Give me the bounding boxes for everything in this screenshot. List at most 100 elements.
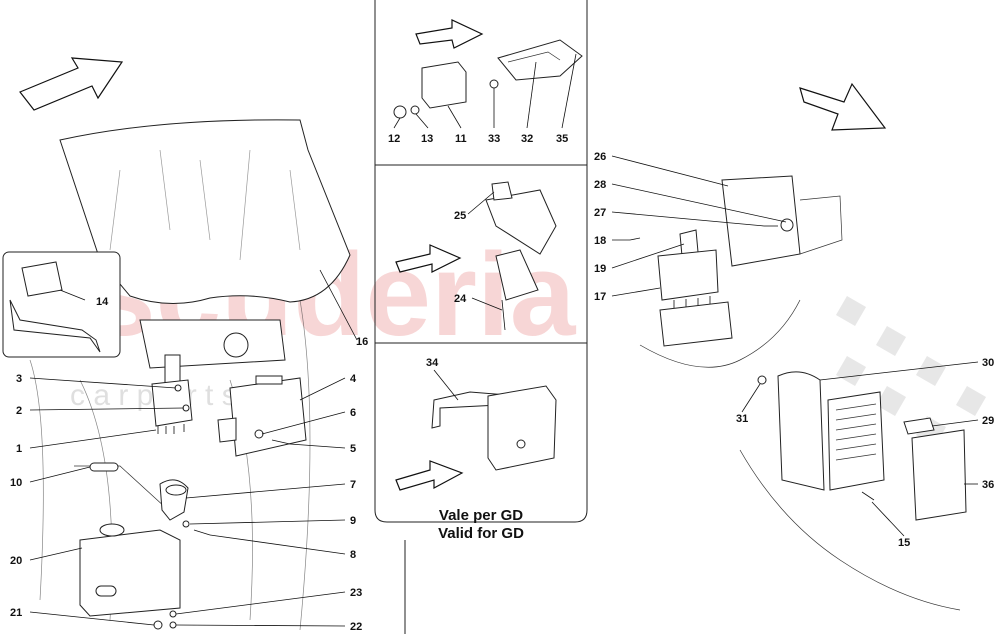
connector-p2 xyxy=(495,249,539,301)
relay-1-pins xyxy=(157,424,185,434)
relay-17-pins xyxy=(673,296,711,310)
dashboard-shading xyxy=(109,149,301,261)
body-structure-lines xyxy=(29,299,311,631)
screw-24 xyxy=(501,299,506,331)
callout-11: 11 xyxy=(455,133,467,145)
screw-31 xyxy=(757,375,767,385)
callout-28: 28 xyxy=(594,179,606,191)
wiring-harness xyxy=(639,299,801,368)
reservoir-20 xyxy=(79,529,181,617)
direction-arrow-main-right xyxy=(799,82,887,131)
callout-10: 10 xyxy=(10,477,22,489)
callout-34: 34 xyxy=(426,357,439,369)
reservoir-slot xyxy=(95,585,117,597)
callout-12: 12 xyxy=(388,133,400,145)
callout-36: 36 xyxy=(982,479,994,491)
callout-25: 25 xyxy=(454,210,466,222)
mount-bracket-p2 xyxy=(485,189,557,255)
washer-6 xyxy=(254,429,264,439)
callout-14: 14 xyxy=(96,296,109,308)
bracket-10 xyxy=(74,465,167,509)
module-11 xyxy=(421,61,467,109)
screw-8-body xyxy=(193,529,211,536)
direction-arrow-panel1 xyxy=(415,19,484,49)
fuse-bracket-30 xyxy=(777,371,825,491)
callout-7: 7 xyxy=(350,479,356,491)
reservoir-cap xyxy=(99,523,125,537)
inset-module xyxy=(21,261,63,297)
callout-5: 5 xyxy=(350,443,356,455)
screw-18 xyxy=(629,237,641,241)
nut-12 xyxy=(393,105,407,119)
bracket-35 xyxy=(497,39,583,81)
callout-1: 1 xyxy=(16,443,22,455)
screw-33 xyxy=(489,79,499,89)
direction-arrow-main-left xyxy=(19,57,124,111)
callout-33: 33 xyxy=(488,133,500,145)
direction-arrow-panel3 xyxy=(395,460,464,491)
callout-35: 35 xyxy=(556,133,568,145)
washer-13 xyxy=(410,105,420,115)
callout-2: 2 xyxy=(16,405,22,417)
callout-8: 8 xyxy=(350,549,356,561)
connector-block xyxy=(659,301,733,347)
callout-24: 24 xyxy=(454,293,467,305)
panel-bottom-curve xyxy=(374,509,588,523)
fuse-cover-36 xyxy=(911,429,967,521)
callout-9: 9 xyxy=(350,515,356,527)
callout-31: 31 xyxy=(736,413,748,425)
callout-18: 18 xyxy=(594,235,606,247)
bracket-32 xyxy=(507,51,561,63)
callout-3: 3 xyxy=(16,373,22,385)
bracket-tab xyxy=(164,354,181,386)
callout-labels: 14 16 3 2 1 4 6 5 10 7 9 8 20 21 23 22 1… xyxy=(10,133,994,633)
nut-22 xyxy=(169,621,177,629)
fuse-29 xyxy=(903,417,935,435)
washer-23 xyxy=(169,610,177,618)
callout-17: 17 xyxy=(594,291,606,303)
wiring-lower xyxy=(739,449,961,611)
callout-19: 19 xyxy=(594,263,606,275)
ecu-bracket xyxy=(799,195,843,255)
control-unit-connector xyxy=(255,375,283,385)
fuse-box xyxy=(827,391,885,491)
relay-1 xyxy=(151,379,193,427)
callout-26: 26 xyxy=(594,151,606,163)
clip-25 xyxy=(491,181,513,201)
bracket-10-plate xyxy=(89,462,119,472)
callout-32: 32 xyxy=(521,133,533,145)
direction-arrow-panel2 xyxy=(395,244,462,273)
callout-13: 13 xyxy=(421,133,433,145)
control-unit-p3 xyxy=(487,385,557,471)
callout-16: 16 xyxy=(356,336,368,348)
callout-15: 15 xyxy=(898,537,910,549)
callout-23: 23 xyxy=(350,587,362,599)
washer-9 xyxy=(182,520,190,528)
leader-lines xyxy=(29,53,979,627)
bracket-hole xyxy=(223,332,249,358)
control-unit-bracket xyxy=(217,417,237,443)
fuse-rows xyxy=(835,403,877,461)
variant-note-line1: Vale per GD xyxy=(439,507,523,524)
variant-note-line2: Valid for GD xyxy=(438,525,524,542)
screw-p3 xyxy=(516,439,526,449)
inset-bracket xyxy=(9,299,101,353)
callout-21: 21 xyxy=(10,607,22,619)
sensor-7-top xyxy=(165,484,187,496)
callout-30: 30 xyxy=(982,357,994,369)
callout-29: 29 xyxy=(982,415,994,427)
callout-22: 22 xyxy=(350,621,362,633)
callout-20: 20 xyxy=(10,555,22,567)
callout-27: 27 xyxy=(594,207,606,219)
callout-4: 4 xyxy=(350,373,357,385)
washer-28 xyxy=(780,218,794,232)
screw-5-body xyxy=(271,439,291,445)
callout-6: 6 xyxy=(350,407,356,419)
nut-21 xyxy=(153,620,163,630)
screw-15 xyxy=(861,491,875,501)
dashboard-panel xyxy=(59,119,351,304)
mounting-bracket xyxy=(139,319,286,369)
relay-17 xyxy=(657,249,719,301)
